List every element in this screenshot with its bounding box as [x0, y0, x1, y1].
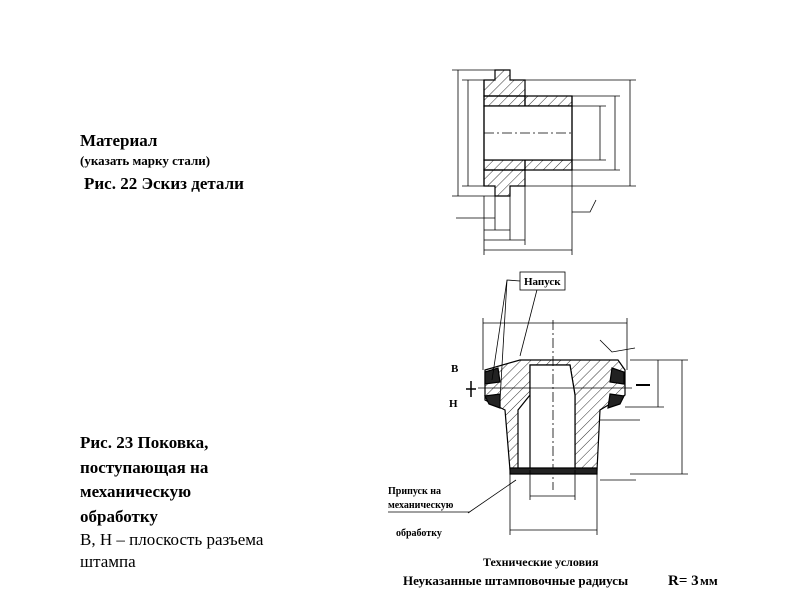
fig23-caption-line: механическую [80, 482, 192, 501]
fig23-caption-line: поступающая на [80, 457, 209, 477]
parting-plane-note-line: В, Н – плоскость разъема [80, 530, 264, 549]
fig22-caption: Рис. 22 Эскиз детали [84, 174, 244, 193]
radius-unit: мм [700, 573, 718, 588]
material-label: Материал [80, 131, 158, 150]
parting-upper-mark: В [451, 363, 459, 375]
machining-allowance-line: механическую [388, 500, 454, 511]
allowance-label-box [519, 271, 566, 291]
machining-allowance-line: Припуск на [388, 486, 441, 497]
allowance-label: Напуск [524, 276, 561, 288]
machining-allowance-line: обработку [396, 528, 442, 539]
tech-conditions-text: Неуказанные штамповочные радиусы [403, 573, 628, 588]
tech-conditions-title: Технические условия [483, 555, 599, 569]
parting-plane-note: В, Н – плоскость разъема штампа [80, 529, 310, 573]
fig23-caption: Рис. 23 Поковка, поступающая на механиче… [80, 431, 310, 529]
forging-drawing [466, 277, 688, 535]
fig23-caption-line: обработку [80, 506, 158, 526]
parting-lower-mark: Н [449, 398, 458, 410]
part-sketch [452, 69, 636, 255]
fig23-caption-line: Рис. 23 Поковка, [80, 433, 209, 452]
parting-plane-note-line: штампа [80, 552, 136, 571]
radius-value: R= 3 [668, 573, 699, 589]
material-hint: (указать марку стали) [80, 153, 211, 168]
